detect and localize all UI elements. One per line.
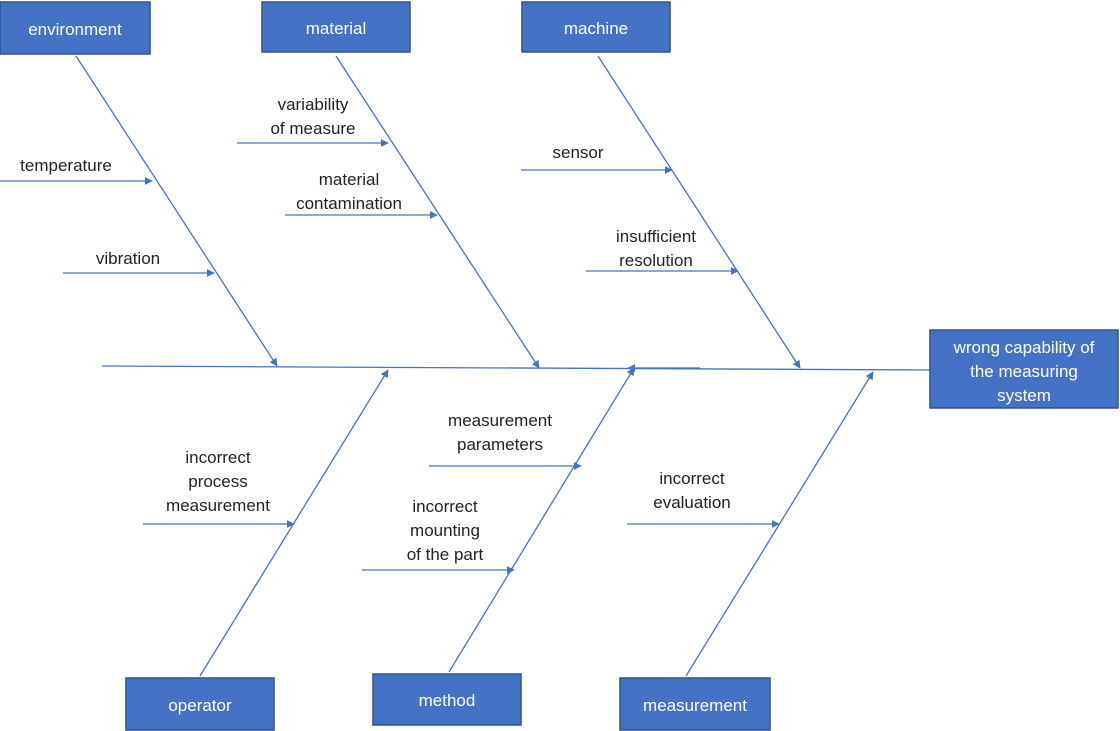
cause-label: measurement: [166, 496, 270, 515]
bone-environment: [75, 55, 278, 367]
cause-label: material: [319, 170, 379, 189]
cause-incorrect-evaluation: incorrect evaluation: [653, 469, 731, 512]
cause-label: incorrect: [659, 469, 724, 488]
category-label: material: [306, 19, 366, 38]
cause-label: parameters: [457, 435, 543, 454]
category-material: material: [261, 1, 411, 53]
effect-line-2: the measuring: [970, 362, 1078, 381]
category-label: method: [419, 691, 476, 710]
category-method: method: [372, 673, 522, 726]
cause-material-contamination: material contamination: [296, 170, 402, 213]
cause-temperature: temperature: [20, 156, 112, 175]
effect-line-1: wrong capability of: [953, 338, 1095, 357]
bone-operator: [199, 369, 389, 677]
cause-label: temperature: [20, 156, 112, 175]
cause-label: vibration: [96, 249, 160, 268]
cause-variability-of-measure: variability of measure: [270, 95, 355, 138]
cause-label: mounting: [410, 521, 480, 540]
category-machine: machine: [521, 1, 671, 53]
category-label: machine: [564, 19, 628, 38]
bone-machine: [597, 55, 801, 369]
cause-label: sensor: [552, 143, 603, 162]
cause-incorrect-process-measurement: incorrect process measurement: [166, 448, 270, 515]
spine-line: [101, 365, 931, 371]
cause-label: incorrect: [412, 497, 477, 516]
category-label: environment: [28, 20, 122, 39]
effect-line-3: system: [997, 386, 1051, 405]
cause-label: contamination: [296, 194, 402, 213]
effect-box: wrong capability of the measuring system: [929, 329, 1119, 409]
cause-sensor: sensor: [552, 143, 603, 162]
category-environment: environment: [0, 1, 151, 55]
cause-label: of the part: [407, 545, 484, 564]
cause-label: incorrect: [185, 448, 250, 467]
cause-incorrect-mounting-of-the-part: incorrect mounting of the part: [407, 497, 484, 564]
category-label: operator: [168, 696, 232, 715]
cause-vibration: vibration: [96, 249, 160, 268]
cause-label: resolution: [619, 251, 693, 270]
category-operator: operator: [125, 677, 275, 731]
category-label: measurement: [643, 696, 747, 715]
cause-label: process: [188, 472, 248, 491]
category-measurement: measurement: [619, 677, 771, 731]
bone-method: [448, 367, 635, 673]
cause-measurement-parameters: measurement parameters: [448, 411, 552, 454]
cause-insufficient-resolution: insufficient resolution: [616, 227, 696, 270]
cause-label: variability: [278, 95, 349, 114]
cause-label: evaluation: [653, 493, 731, 512]
cause-label: of measure: [270, 119, 355, 138]
cause-label: insufficient: [616, 227, 696, 246]
cause-label: measurement: [448, 411, 552, 430]
